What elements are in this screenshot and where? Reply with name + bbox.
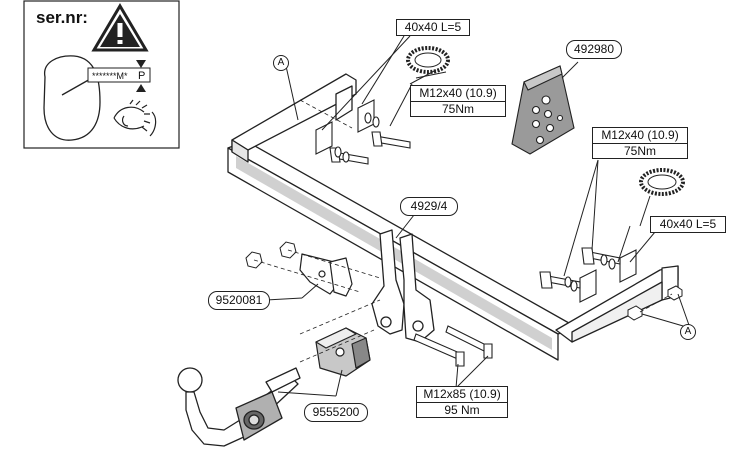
plate-part-label: 492980 bbox=[573, 42, 615, 56]
wiring-plate bbox=[511, 65, 575, 155]
marker-a-right: A bbox=[680, 324, 696, 340]
bracket-part-callout: 4929/4 bbox=[400, 197, 458, 216]
serial-suffix-text: P bbox=[138, 70, 146, 82]
bolt-top-torque: 75Nm bbox=[411, 101, 505, 117]
leader-lines bbox=[265, 35, 691, 397]
nuts-left bbox=[245, 241, 297, 269]
spacer-plates-top bbox=[315, 99, 375, 155]
toothed-washer-right bbox=[639, 168, 685, 196]
dash-lines bbox=[253, 99, 673, 363]
bolt-bottom-torque: 95 Nm bbox=[417, 402, 507, 418]
toothed-washer-top bbox=[406, 46, 450, 74]
coupling-bracket bbox=[315, 327, 371, 377]
plate-part-callout: 492980 bbox=[566, 40, 622, 59]
tow-ball bbox=[177, 367, 301, 447]
bolts-bottom bbox=[413, 325, 493, 367]
left-mounting-arm bbox=[231, 73, 357, 163]
spacer-top-label: 40x40 L=5 bbox=[404, 20, 462, 34]
arrow-up-icon bbox=[136, 84, 146, 92]
bolt-right-spec: M12x40 (10.9) bbox=[601, 128, 679, 142]
center-bracket bbox=[371, 229, 435, 343]
spacer-right-label: 40x40 L=5 bbox=[659, 217, 717, 231]
bolt-right-torque: 75Nm bbox=[593, 143, 687, 159]
bracket-part-label: 4929/4 bbox=[410, 199, 448, 213]
serial-number-text: *******M* bbox=[92, 71, 128, 81]
bolt-bottom-callout: M12x85 (10.9) 95 Nm bbox=[416, 386, 508, 418]
left-bracket-part-label: 9520081 bbox=[215, 293, 263, 307]
left-bracket-part-callout: 9520081 bbox=[208, 291, 270, 310]
spacer-top-callout: 40x40 L=5 bbox=[396, 19, 470, 36]
coupling-part-callout: 9555200 bbox=[304, 403, 368, 422]
serial-label-box bbox=[87, 67, 151, 83]
spacer-right-callout: 40x40 L=5 bbox=[650, 216, 726, 233]
left-bracket bbox=[299, 253, 353, 297]
arrow-down-icon bbox=[136, 60, 146, 68]
right-mounting-arm bbox=[555, 265, 679, 343]
eye-icon bbox=[113, 99, 157, 137]
bolts-top bbox=[329, 112, 411, 165]
ball-head-outline bbox=[43, 55, 101, 141]
warning-icon bbox=[91, 3, 149, 52]
bolt-bottom-spec: M12x85 (10.9) bbox=[423, 387, 501, 401]
bolt-top-spec: M12x40 (10.9) bbox=[419, 86, 497, 100]
spacer-plates-right bbox=[579, 249, 637, 303]
coupling-part-label: 9555200 bbox=[312, 405, 360, 419]
bolt-right-callout: M12x40 (10.9) 75Nm bbox=[592, 127, 688, 159]
bolt-top-callout: M12x40 (10.9) 75Nm bbox=[410, 85, 506, 117]
bolts-right bbox=[539, 247, 621, 292]
serial-heading: ser.nr: bbox=[36, 8, 88, 27]
marker-a-top: A bbox=[273, 55, 289, 71]
